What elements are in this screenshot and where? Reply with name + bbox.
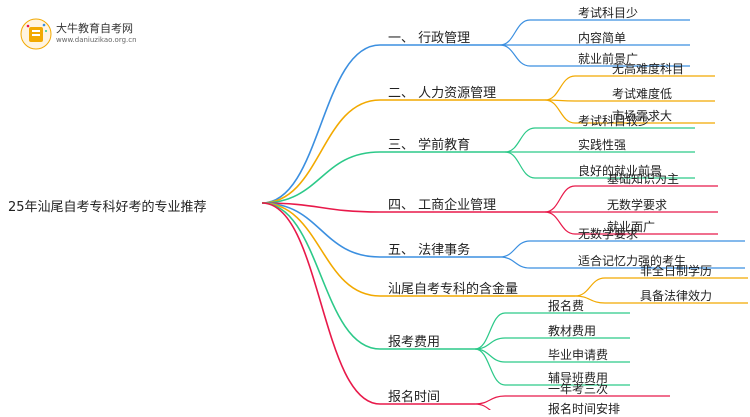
leaf-label: 适合记忆力强的考生	[578, 254, 687, 268]
branch-connector	[261, 99, 381, 204]
branch-label: 一、 行政管理	[388, 31, 471, 46]
branch-connector	[261, 151, 381, 204]
branch-connector	[261, 202, 381, 213]
leaf-label: 无数学要求	[607, 198, 668, 212]
leaf-label: 实践性强	[578, 138, 627, 152]
leaf-connector	[474, 403, 491, 410]
branch-connector	[261, 44, 381, 204]
leaf-connector	[544, 211, 576, 235]
leaf-connector	[544, 75, 576, 101]
leaf-label: 非全日制学历	[640, 264, 713, 278]
leaf-connector	[544, 99, 576, 124]
leaf-label: 无高难度科目	[612, 62, 685, 76]
leaf-connector	[474, 395, 506, 405]
leaf-connector	[574, 295, 606, 304]
leaf-label: 毕业申请费	[548, 348, 609, 362]
leaf-label: 辅导班费用	[548, 371, 609, 385]
leaf-label: 市场需求大	[612, 109, 673, 123]
leaf-label: 报名时间安排	[548, 402, 621, 416]
leaf-label: 良好的就业前景	[578, 164, 663, 178]
branch-label: 报名时间	[388, 390, 441, 405]
leaf-connector	[474, 348, 506, 386]
branch-label: 汕尾自考专科的含金量	[388, 282, 519, 297]
branch-label: 四、 工商企业管理	[388, 198, 497, 213]
branch-label: 二、 人力资源管理	[388, 86, 497, 101]
leaf-label: 一年考三次	[548, 382, 609, 396]
leaf-connector	[504, 127, 536, 153]
branch-connector	[261, 202, 381, 350]
leaf-label: 考试难度低	[612, 87, 673, 101]
leaf-label: 报名费	[548, 299, 585, 313]
branch-connector	[261, 202, 381, 405]
leaf-label: 无数学要求	[578, 227, 639, 241]
leaf-connector	[504, 151, 536, 179]
leaf-label: 考试科目少	[578, 6, 639, 20]
leaf-label: 内容简单	[578, 31, 627, 45]
leaf-connector	[574, 277, 606, 297]
leaf-connector	[499, 44, 531, 67]
leaf-label: 就业前景广	[578, 52, 639, 66]
leaf-connector	[499, 256, 531, 269]
branch-label: 三、 学前教育	[388, 138, 471, 153]
root-topic: 25年汕尾自考专科好考的专业推荐	[8, 200, 207, 215]
leaf-connector	[474, 312, 506, 350]
leaf-label: 基础知识为主	[607, 172, 680, 186]
leaf-label: 具备法律效力	[640, 289, 713, 303]
logo-title: 大牛教育自考网	[56, 22, 133, 35]
leaf-label: 就业面广	[607, 220, 656, 234]
logo-url: www.daniuzikao.org.cn	[56, 36, 137, 44]
leaf-connector	[544, 185, 576, 213]
leaf-label: 考试科目较少	[578, 114, 651, 128]
branch-connector	[261, 202, 381, 258]
book-logo-icon	[20, 18, 52, 50]
leaf-connector	[499, 19, 531, 46]
branch-label: 五、 法律事务	[388, 243, 471, 258]
leaf-label: 教材费用	[548, 324, 597, 338]
branch-connector	[261, 202, 381, 297]
branch-label: 报考费用	[388, 335, 441, 350]
leaf-connector	[499, 240, 531, 258]
site-logo: 大牛教育自考网 www.daniuzikao.org.cn	[20, 18, 160, 50]
